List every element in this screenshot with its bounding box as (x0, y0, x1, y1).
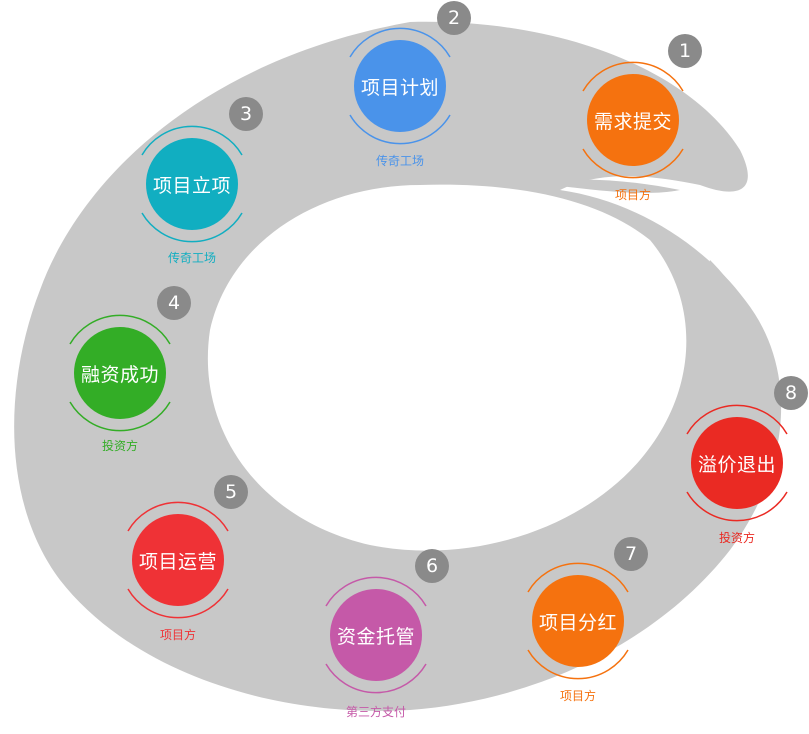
step-party-label: 投资方 (101, 439, 138, 453)
decorative-arc (582, 61, 684, 179)
decorative-arc (69, 314, 171, 432)
step-circle: 项目立项 (146, 138, 238, 230)
step-number-badge: 6 (415, 549, 449, 583)
step-number-badge: 5 (214, 475, 248, 509)
step-number-badge: 3 (229, 97, 263, 131)
decorative-arc (141, 125, 243, 243)
step-party-label: 项目方 (159, 628, 196, 642)
step-party-label: 传奇工场 (375, 154, 424, 168)
step-number-badge: 1 (668, 34, 702, 68)
decorative-arc (527, 562, 629, 680)
step-circle: 项目分红 (532, 575, 624, 667)
step-party-label: 项目方 (614, 188, 651, 202)
step-circle: 项目计划 (354, 40, 446, 132)
step-circle: 融资成功 (74, 327, 166, 419)
decorative-arc (325, 576, 427, 694)
step-circle: 需求提交 (587, 74, 679, 166)
decorative-arc (349, 27, 451, 145)
step-number-badge: 2 (437, 1, 471, 35)
decorative-arc (127, 501, 229, 619)
decorative-arc (686, 404, 788, 522)
step-party-label: 项目方 (559, 689, 596, 703)
step-circle: 溢价退出 (691, 417, 783, 509)
step-party-label: 投资方 (718, 531, 755, 545)
step-number-badge: 4 (157, 286, 191, 320)
step-number-badge: 7 (614, 537, 648, 571)
step-circle: 资金托管 (330, 589, 422, 681)
step-number-badge: 8 (774, 376, 808, 410)
step-circle: 项目运营 (132, 514, 224, 606)
step-party-label: 第三方支付 (345, 705, 406, 719)
step-party-label: 传奇工场 (167, 251, 216, 265)
